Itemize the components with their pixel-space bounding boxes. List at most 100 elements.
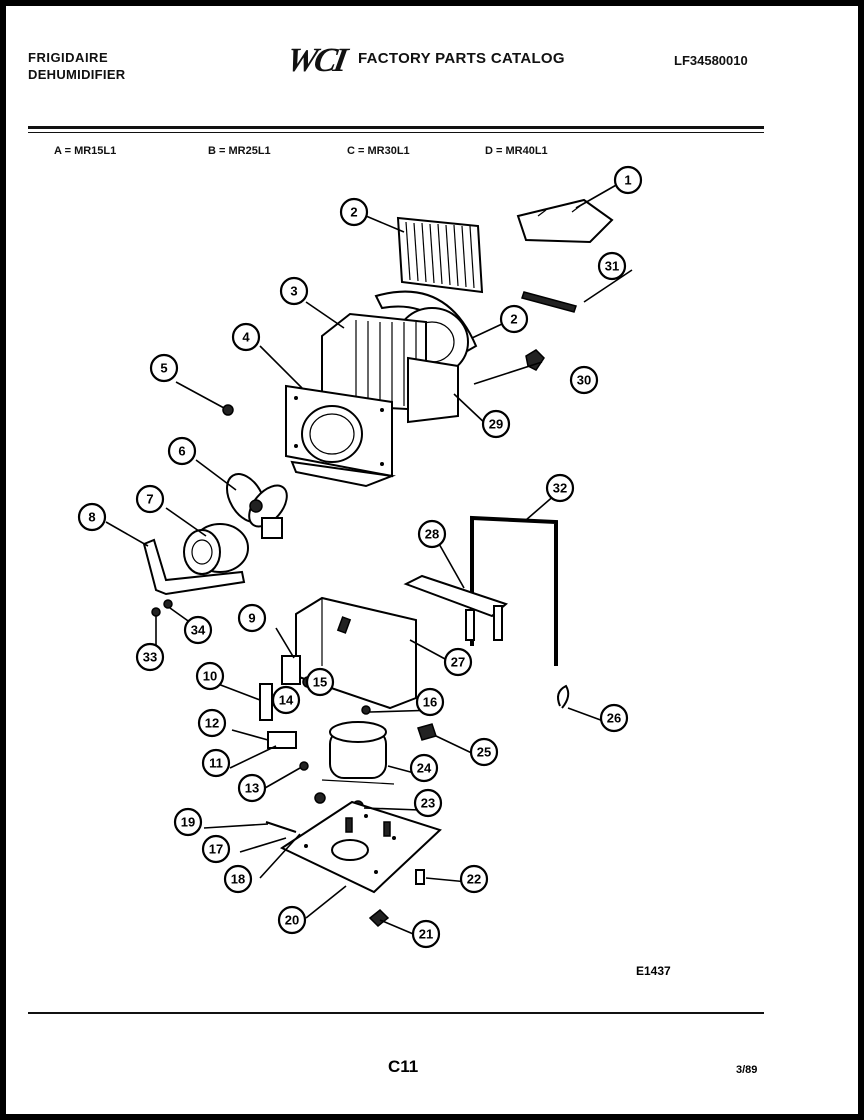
svg-text:6: 6 <box>178 444 185 459</box>
svg-text:31: 31 <box>605 259 619 274</box>
part-base-plate <box>279 800 442 894</box>
svg-text:9: 9 <box>248 611 255 626</box>
page-date: 3/89 <box>736 1064 758 1076</box>
callout-2: 2 <box>499 304 529 334</box>
svg-text:2: 2 <box>350 205 357 220</box>
svg-text:22: 22 <box>467 872 481 887</box>
svg-text:13: 13 <box>245 781 259 796</box>
callout-25: 25 <box>469 737 499 767</box>
part-bracket-top <box>516 198 614 244</box>
page-number: C11 <box>388 1057 419 1076</box>
catalog-number: LF34580010 <box>674 53 748 68</box>
model-code: C = MR30L1 <box>347 145 410 157</box>
part-washer <box>361 705 371 715</box>
svg-text:28: 28 <box>425 527 439 542</box>
callout-8: 8 <box>77 502 107 532</box>
svg-text:12: 12 <box>205 716 219 731</box>
diagram-code: E1437 <box>636 964 671 978</box>
svg-text:30: 30 <box>577 373 591 388</box>
callout-12: 12 <box>197 708 227 738</box>
callout-7: 7 <box>135 484 165 514</box>
svg-text:26: 26 <box>607 711 621 726</box>
part-spring-clip <box>557 684 570 709</box>
svg-text:21: 21 <box>419 927 433 942</box>
callout-layer: 1 2 2 3 4 5 6 7 8 9 10 11 12 13 14 15 16… <box>77 165 643 949</box>
callout-30: 30 <box>569 365 599 395</box>
svg-text:24: 24 <box>417 761 432 776</box>
part-gasket <box>470 515 558 666</box>
svg-text:16: 16 <box>423 695 437 710</box>
callout-11: 11 <box>201 748 231 778</box>
callout-28: 28 <box>417 519 447 549</box>
callout-6: 6 <box>167 436 197 466</box>
svg-text:2: 2 <box>510 312 517 327</box>
part-heater-rod <box>521 291 577 313</box>
model-code: B = MR25L1 <box>208 145 271 157</box>
svg-text:8: 8 <box>88 510 95 525</box>
svg-text:20: 20 <box>285 913 299 928</box>
header-rule-thin <box>28 132 764 133</box>
callout-18: 18 <box>223 864 253 894</box>
callout-23: 23 <box>413 788 443 818</box>
svg-text:29: 29 <box>489 417 503 432</box>
part-grommet <box>299 761 309 771</box>
part-drain-bracket <box>403 574 508 641</box>
svg-text:7: 7 <box>146 492 153 507</box>
part-grommet <box>314 792 326 804</box>
part-drain-plug <box>368 908 390 928</box>
footer-rule <box>28 1012 764 1014</box>
svg-text:15: 15 <box>313 675 327 690</box>
svg-text:10: 10 <box>203 669 217 684</box>
callout-15: 15 <box>305 667 335 697</box>
svg-text:32: 32 <box>553 481 567 496</box>
svg-text:23: 23 <box>421 796 435 811</box>
svg-text:1: 1 <box>624 173 631 188</box>
callout-14: 14 <box>271 685 301 715</box>
callout-2: 2 <box>339 197 369 227</box>
callout-29: 29 <box>481 409 511 439</box>
callout-26: 26 <box>599 703 629 733</box>
part-nut <box>163 599 173 609</box>
callout-33: 33 <box>135 642 165 672</box>
part-compressor <box>321 721 395 785</box>
svg-text:17: 17 <box>209 842 223 857</box>
part-coil-bracket <box>407 356 459 424</box>
part-fitting <box>415 869 425 885</box>
svg-text:19: 19 <box>181 815 195 830</box>
part-wire <box>265 821 297 833</box>
part-fan-blade <box>226 473 288 539</box>
product-type: DEHUMIDIFIER <box>28 67 126 82</box>
callout-1: 1 <box>613 165 643 195</box>
callout-32: 32 <box>545 473 575 503</box>
callout-10: 10 <box>195 661 225 691</box>
callout-21: 21 <box>411 919 441 949</box>
svg-text:18: 18 <box>231 872 245 887</box>
svg-text:5: 5 <box>160 361 167 376</box>
callout-5: 5 <box>149 353 179 383</box>
exploded-parts-diagram <box>105 183 633 937</box>
svg-text:4: 4 <box>242 330 250 345</box>
catalog-title: FACTORY PARTS CATALOG <box>358 50 565 67</box>
part-motor-bracket <box>142 538 246 596</box>
svg-text:34: 34 <box>191 623 206 638</box>
svg-text:27: 27 <box>451 655 465 670</box>
callout-17: 17 <box>201 834 231 864</box>
part-screw <box>222 404 234 416</box>
svg-text:3: 3 <box>290 284 297 299</box>
leader-lines <box>105 183 633 937</box>
callout-19: 19 <box>173 807 203 837</box>
callout-31: 31 <box>597 251 627 281</box>
callout-27: 27 <box>443 647 473 677</box>
svg-text:14: 14 <box>279 693 294 708</box>
part-relay <box>259 683 273 721</box>
callout-3: 3 <box>279 276 309 306</box>
part-fan-housing <box>285 384 396 488</box>
callout-20: 20 <box>277 905 307 935</box>
model-code: D = MR40L1 <box>485 145 548 157</box>
brand-name: FRIGIDAIRE <box>28 50 109 65</box>
callout-24: 24 <box>409 753 439 783</box>
callout-16: 16 <box>415 687 445 717</box>
svg-text:25: 25 <box>477 745 491 760</box>
svg-text:33: 33 <box>143 650 157 665</box>
callout-13: 13 <box>237 773 267 803</box>
